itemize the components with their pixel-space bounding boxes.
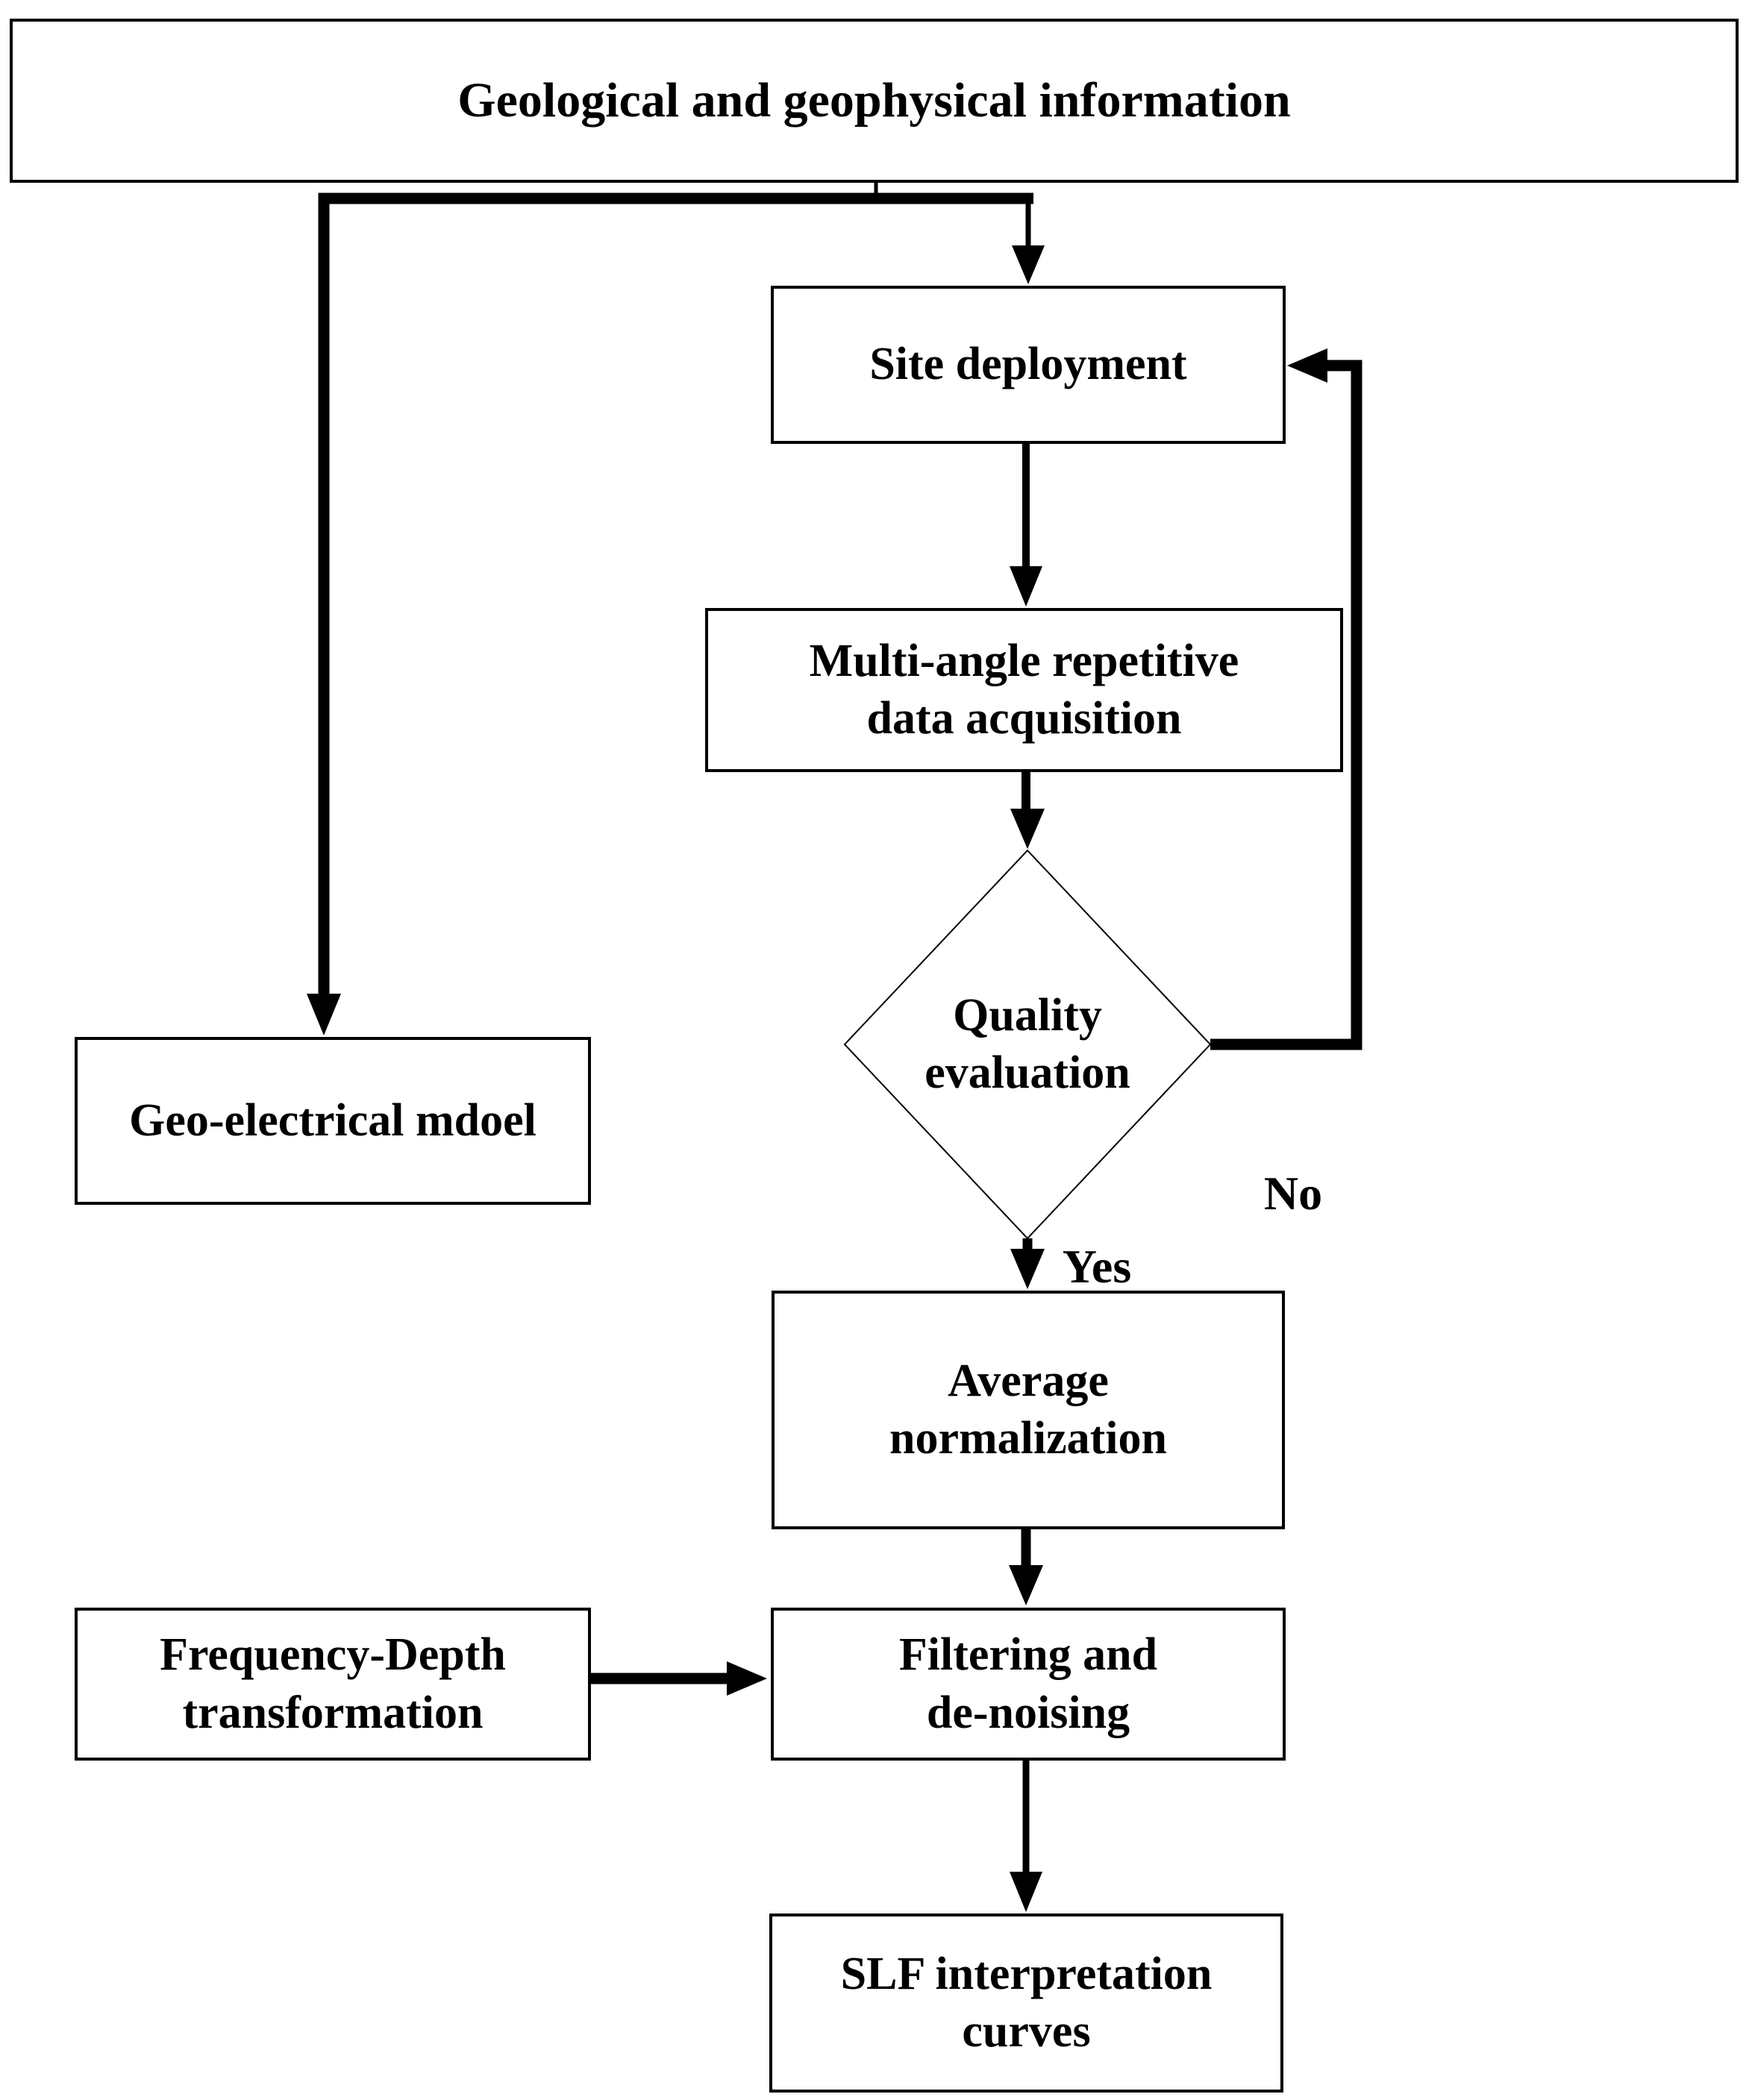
node-slf-interpretation-curves: SLF interpretation curves bbox=[769, 1913, 1283, 2093]
node-filtering-denoising: Filtering and de-noising bbox=[771, 1608, 1286, 1761]
arrowhead-into-site-deployment bbox=[1012, 245, 1045, 284]
arrowhead-into-filtering-left bbox=[727, 1661, 767, 1696]
node-frequency-depth-transformation: Frequency-Depth transformation bbox=[75, 1608, 591, 1761]
node-average-normalization: Average normalization bbox=[772, 1291, 1285, 1529]
arrowhead-into-average bbox=[1010, 1249, 1045, 1289]
node-geological-geophysical-information: Geological and geophysical information bbox=[10, 19, 1739, 183]
arrowhead-into-diamond bbox=[1010, 809, 1045, 849]
node-geo-electrical-model: Geo-electrical mdoel bbox=[75, 1037, 591, 1205]
arrowhead-into-slf bbox=[1010, 1872, 1042, 1912]
arrowhead-into-geo-model bbox=[307, 994, 341, 1035]
arrowhead-feedback-into-site bbox=[1287, 348, 1327, 383]
arrowhead-into-multi-angle bbox=[1010, 566, 1042, 607]
node-site-deployment: Site deployment bbox=[771, 286, 1286, 444]
edge-label-no: No bbox=[1263, 1167, 1323, 1220]
edge-no-feedback bbox=[1210, 360, 1363, 1050]
node-quality-evaluation-label: Quality evaluation bbox=[925, 989, 1130, 1099]
edge-label-yes: Yes bbox=[1062, 1239, 1132, 1293]
arrowhead-into-filtering-top bbox=[1009, 1565, 1043, 1605]
node-multi-angle-data-acquisition: Multi-angle repetitive data acquisition bbox=[705, 608, 1343, 772]
